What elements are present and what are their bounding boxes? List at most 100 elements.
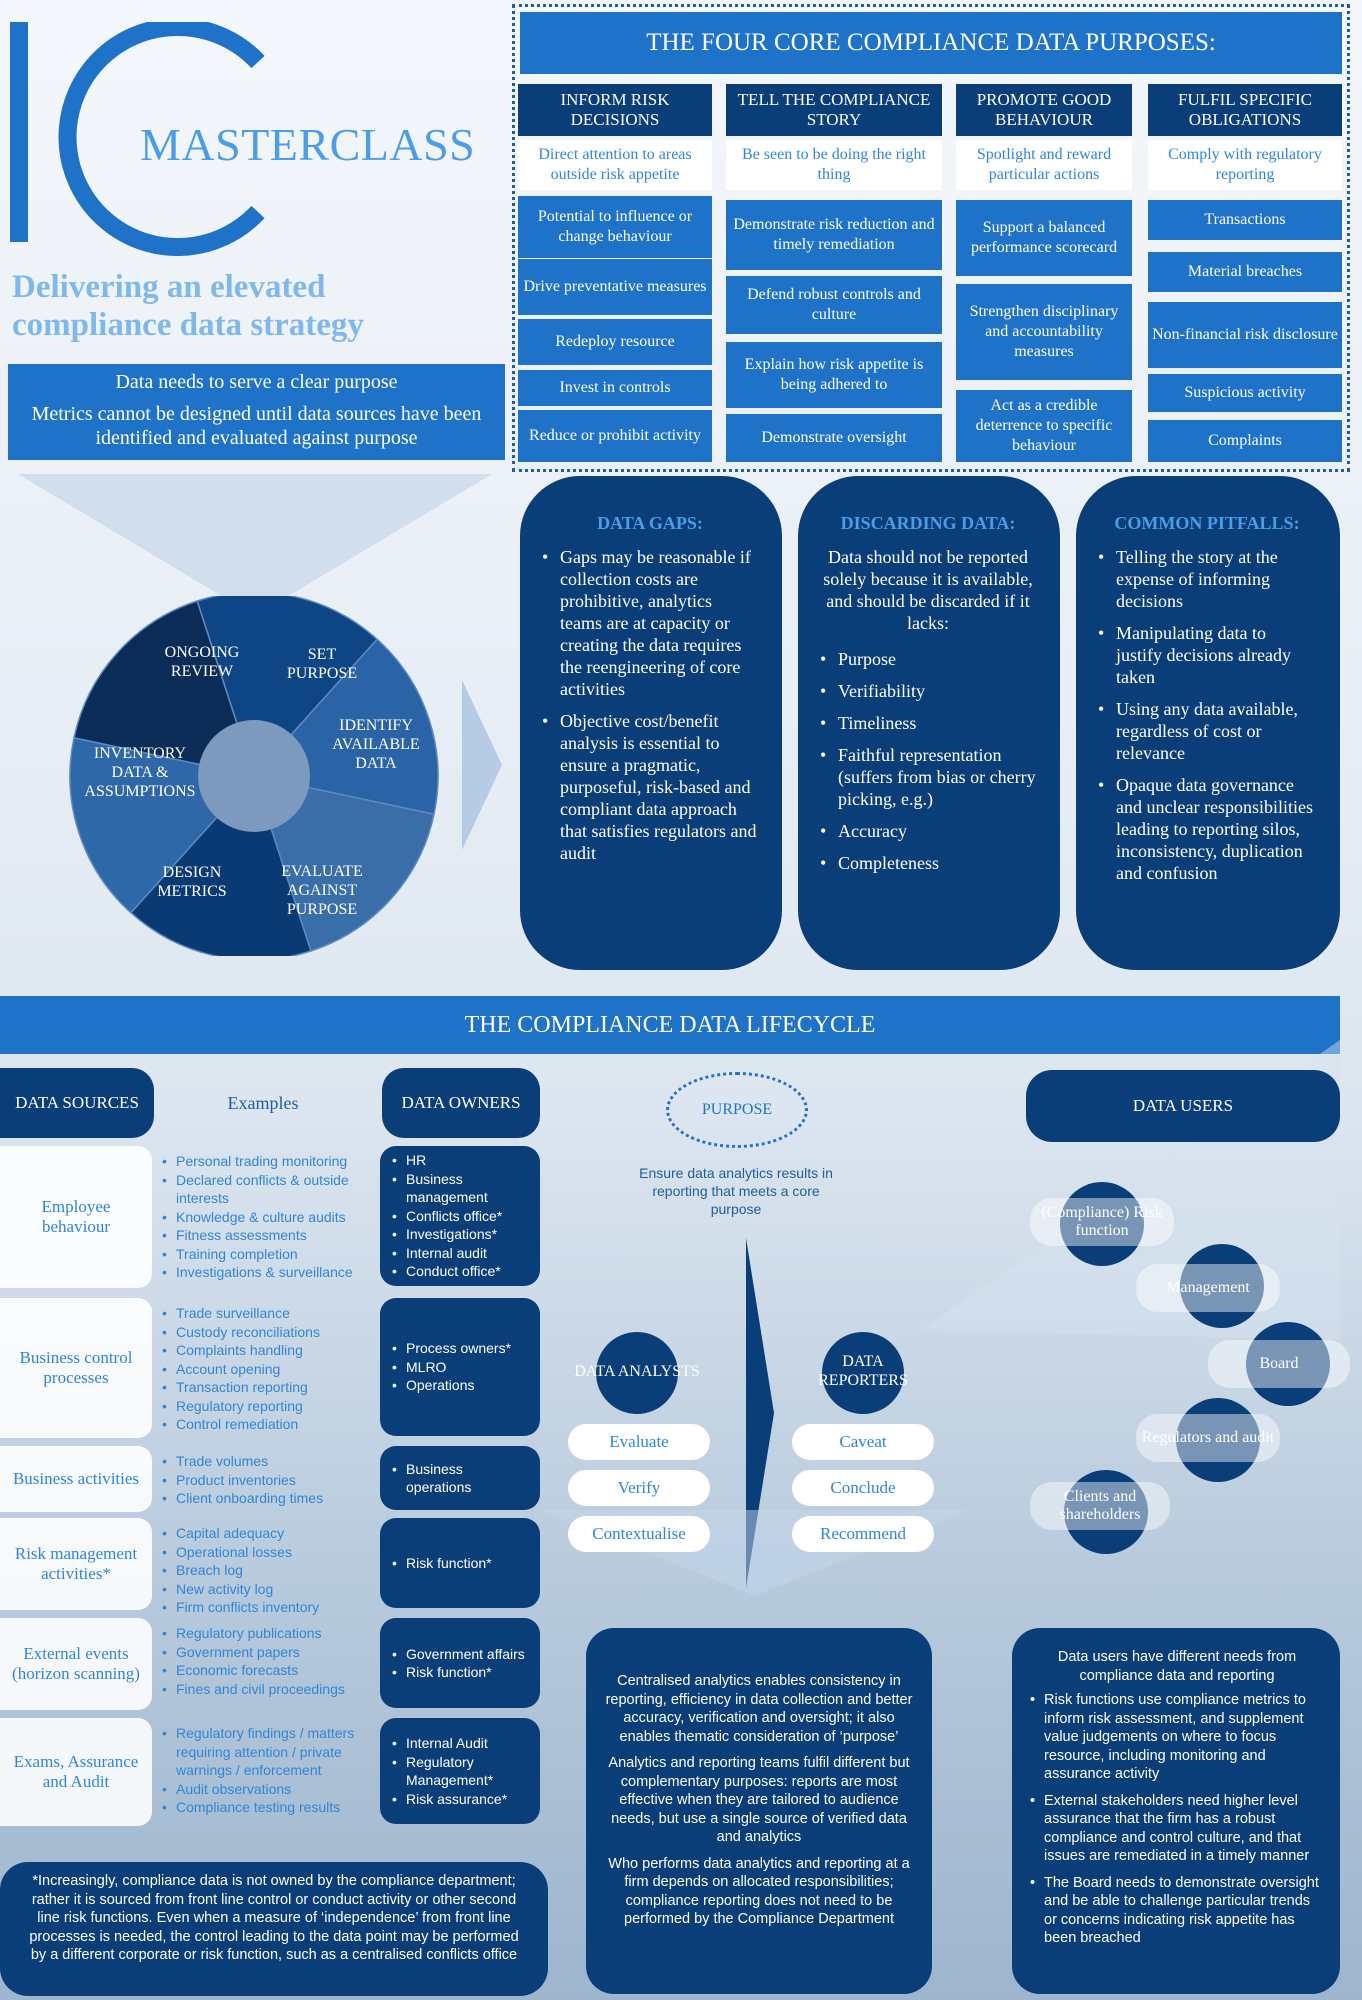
discarding-data-title: DISCARDING DATA:: [840, 513, 1016, 533]
example-item: Fitness assessments: [158, 1226, 378, 1245]
example-item: Audit observations: [158, 1780, 378, 1799]
funnel-arrow: [18, 474, 492, 616]
data-owner-box: Internal AuditRegulatory Management*Risk…: [380, 1718, 540, 1824]
core-column-item: Strengthen disciplinary and accountabili…: [956, 284, 1132, 380]
example-item: Government papers: [158, 1643, 378, 1662]
purpose-note: Ensure data analytics results in reporti…: [639, 1165, 833, 1217]
discarding-data-panel: DISCARDING DATA: Data should not be repo…: [798, 476, 1060, 970]
cycle-segment: [73, 600, 256, 778]
data-owner-item: Government affairs: [388, 1645, 525, 1664]
core-column-header: FULFIL SPECIFIC OBLIGATIONS: [1148, 84, 1342, 136]
example-item: Economic forecasts: [158, 1661, 378, 1680]
data-source-label: Exams, Assurance and Audit: [0, 1718, 152, 1826]
example-item: Trade surveillance: [158, 1304, 378, 1323]
data-owner-item: Conflicts office*: [388, 1207, 532, 1226]
analytics-paragraph: Analytics and reporting teams fulfil dif…: [608, 1755, 910, 1845]
users-points: •Risk functions use compliance metrics t…: [1030, 1691, 1324, 1948]
core-purposes-title: THE FOUR CORE COMPLIANCE DATA PURPOSES:: [520, 12, 1342, 74]
data-owner-item: Internal audit: [388, 1244, 532, 1263]
data-user-node: [1176, 1398, 1260, 1482]
ic-logo: [10, 22, 265, 256]
example-item: Control remediation: [158, 1415, 378, 1434]
data-gaps-title: DATA GAPS:: [597, 513, 703, 533]
cycle-segment: [252, 774, 435, 952]
core-column-item: Demonstrate risk reduction and timely re…: [726, 200, 942, 270]
core-column-item: Drive preventative measures: [518, 259, 712, 315]
bullet-item: Completeness: [820, 852, 1036, 874]
users-point: •Risk functions use compliance metrics t…: [1030, 1692, 1306, 1782]
data-owner-item: MLRO: [388, 1358, 511, 1377]
example-item: Trade volumes: [158, 1452, 378, 1471]
examples-list: Personal trading monitoringDeclared conf…: [158, 1152, 378, 1294]
data-sources-header: DATA SOURCES: [0, 1068, 154, 1138]
example-item: Capital adequacy: [158, 1524, 378, 1543]
data-owner-item: Business management: [388, 1170, 532, 1207]
data-user-node: [1064, 1470, 1148, 1554]
examples-list: Regulatory findings / matters requiring …: [158, 1724, 378, 1832]
common-pitfalls-title: COMMON PITFALLS:: [1114, 513, 1300, 533]
data-user-label: Regulators and audit: [1136, 1414, 1280, 1462]
data-user-label: Clients and shareholders: [1030, 1482, 1170, 1530]
bullet-item: Opaque data governance and unclear respo…: [1098, 774, 1316, 884]
bullet-item: Manipulating data to justify decisions a…: [1098, 622, 1316, 688]
core-column-item: Potential to influence or change behavio…: [518, 196, 712, 258]
data-user-node: [1180, 1244, 1264, 1328]
right-chevron-icon: [462, 680, 502, 850]
data-owner-box: Process owners*MLROOperations: [380, 1298, 540, 1436]
data-owner-list: Risk function*: [388, 1554, 492, 1573]
data-analysts-node: [596, 1332, 678, 1414]
action-pill: Contextualise: [568, 1516, 710, 1552]
data-user-node: [1246, 1322, 1330, 1406]
data-user-label: (Compliance) Risk function: [1030, 1198, 1174, 1246]
data-owner-list: Business operations: [388, 1460, 532, 1497]
users-point: •The Board needs to demonstrate oversigh…: [1030, 1874, 1319, 1947]
data-owner-box: HRBusiness managementConflicts office*In…: [380, 1146, 540, 1286]
core-column-subtitle: Be seen to be doing the right thing: [726, 140, 942, 190]
data-owner-item: Operations: [388, 1376, 511, 1395]
data-owner-item: Risk assurance*: [388, 1790, 532, 1809]
data-source-label: Business control processes: [0, 1298, 152, 1438]
core-column-item: Redeploy resource: [518, 319, 712, 365]
data-owner-item: Regulatory Management*: [388, 1753, 532, 1790]
bullet-item: Purpose: [820, 648, 1036, 670]
data-owner-list: Government affairsRisk function*: [388, 1645, 525, 1682]
data-gaps-panel: DATA GAPS: Gaps may be reasonable if col…: [520, 476, 782, 970]
users-point: •External stakeholders need higher level…: [1030, 1792, 1310, 1865]
masterclass-title: MASTERCLASS: [140, 119, 476, 170]
core-column-item: Defend robust controls and culture: [726, 276, 942, 334]
purpose-statement: Data needs to serve a clear purpose Metr…: [8, 364, 505, 460]
data-owner-item: Investigations*: [388, 1225, 532, 1244]
core-column-item: Suspicious activity: [1148, 374, 1342, 412]
data-owner-list: HRBusiness managementConflicts office*In…: [388, 1151, 532, 1281]
data-source-label: Employee behaviour: [0, 1146, 152, 1288]
data-source-label: External events (horizon scanning): [0, 1618, 152, 1710]
purpose-label: PURPOSE: [666, 1072, 808, 1148]
core-column-item: Explain how risk appetite is being adher…: [726, 342, 942, 408]
examples-list: Trade volumesProduct inventoriesClient o…: [158, 1452, 378, 1518]
analytics-notes-panel: Centralised analytics enables consistenc…: [586, 1628, 932, 1994]
data-owner-list: Internal AuditRegulatory Management*Risk…: [388, 1734, 532, 1808]
bullet-icon: •: [1030, 1792, 1036, 1809]
action-pill: Caveat: [792, 1424, 934, 1460]
core-column-item: Support a balanced performance scorecard: [956, 200, 1132, 276]
bullet-icon: •: [1030, 1874, 1036, 1891]
core-column-item: Demonstrate oversight: [726, 414, 942, 462]
example-item: Client onboarding times: [158, 1489, 378, 1508]
core-column-subtitle: Spotlight and reward particular actions: [956, 140, 1132, 190]
bullet-item: Timeliness: [820, 712, 1036, 734]
example-item: Operational losses: [158, 1543, 378, 1562]
example-item: Breach log: [158, 1561, 378, 1580]
core-column-header: TELL THE COMPLIANCE STORY: [726, 84, 942, 136]
core-purposes-frame: [512, 4, 1350, 472]
data-owner-item: Process owners*: [388, 1339, 511, 1358]
core-column-header: INFORM RISK DECISIONS: [518, 84, 712, 136]
examples-list: Regulatory publicationsGovernment papers…: [158, 1624, 378, 1716]
data-owner-item: Risk function*: [388, 1554, 492, 1573]
bullet-icon: •: [1030, 1692, 1036, 1708]
example-item: Personal trading monitoring: [158, 1152, 378, 1171]
bullet-item: Faithful representation (suffers from bi…: [820, 744, 1036, 810]
